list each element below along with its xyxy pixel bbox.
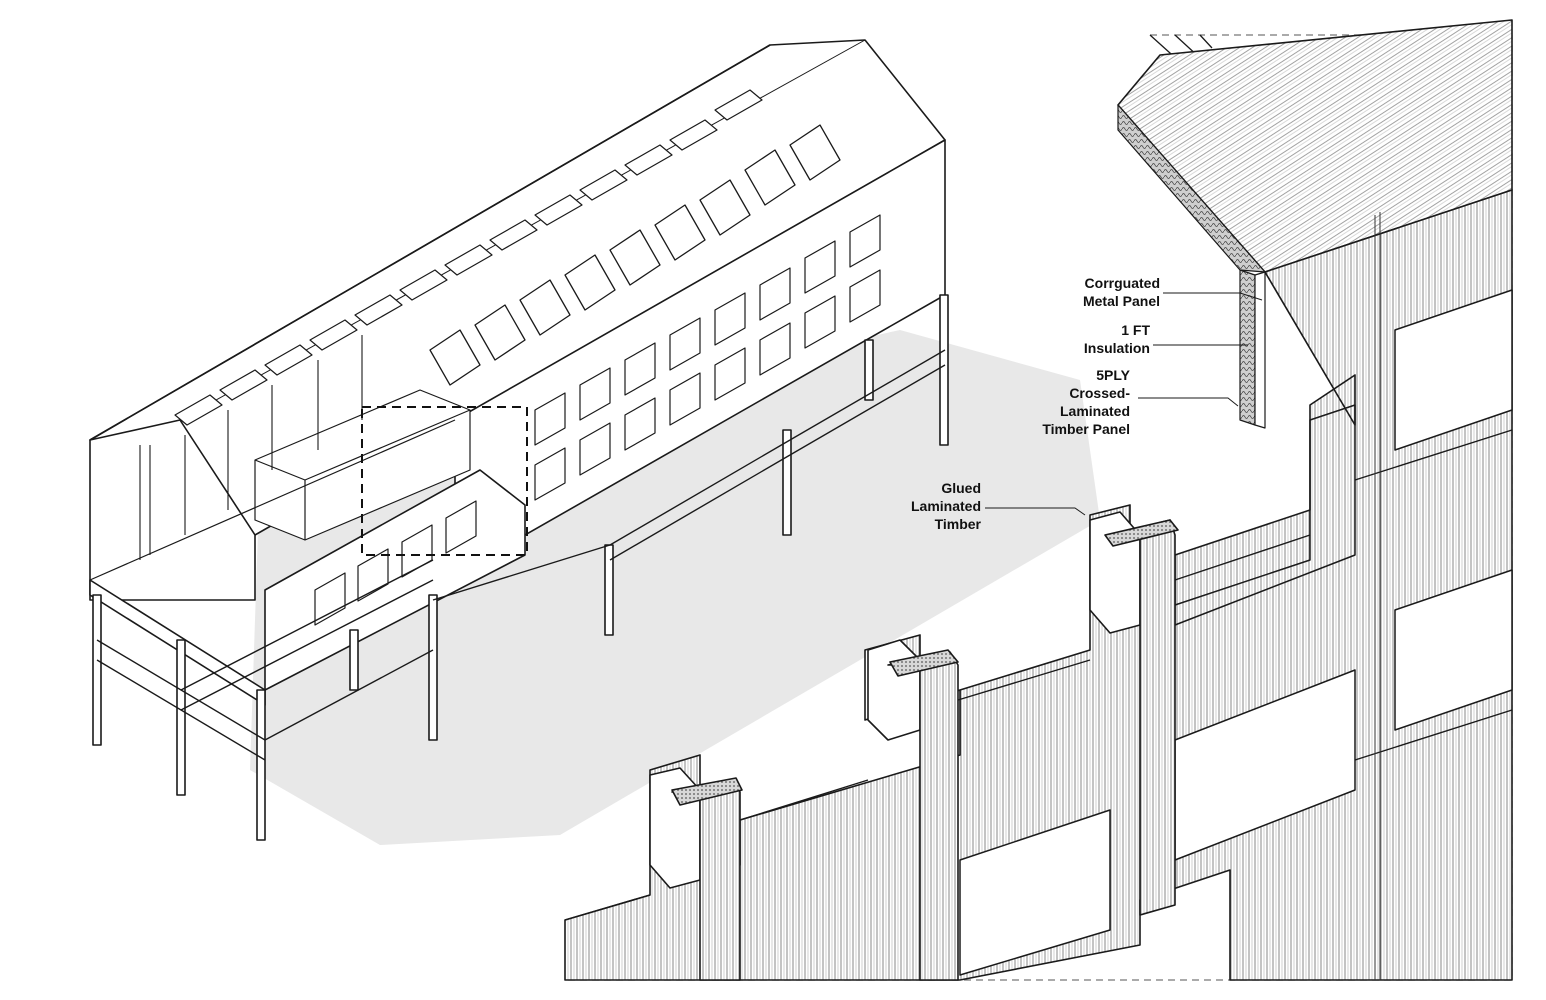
glulam-posts: [649, 511, 1179, 981]
wall-section-detail: [564, 19, 1513, 981]
callout-insulation: 1 FT Insulation: [1084, 321, 1150, 357]
clerestory-windows: [429, 124, 841, 386]
callout-line: Laminated: [1059, 403, 1130, 419]
detail-callout-box: [361, 406, 528, 556]
callout-line: Laminated: [910, 498, 981, 514]
callout-corrugated-metal-panel: Corrguated Metal Panel: [1083, 274, 1160, 310]
wall-cut-clt: [1254, 271, 1266, 429]
roof-skylights: [174, 89, 763, 426]
callout-line: Crossed-: [1069, 385, 1130, 401]
overview-building: [89, 39, 1100, 845]
callout-line: Metal Panel: [1082, 293, 1160, 309]
gable-end: [89, 419, 256, 601]
interior-volume: [254, 389, 471, 541]
columns: [92, 294, 949, 841]
callout-line: 5PLY: [1096, 367, 1130, 383]
callout-line: 1 FT: [1121, 322, 1150, 338]
leader-lines: [985, 292, 1263, 516]
wall-windows: [534, 214, 881, 501]
callout-line: Insulation: [1083, 340, 1150, 356]
callout-clt-panel: 5PLY Crossed- Laminated Timber Panel: [1042, 366, 1130, 438]
callout-line: Timber Panel: [1042, 421, 1130, 437]
facade-openings: [959, 289, 1513, 976]
callout-line: Corrguated: [1084, 275, 1160, 291]
callout-line: Glued: [941, 480, 981, 496]
callout-glulam: Glued Laminated Timber: [911, 479, 981, 533]
callout-line: Timber: [934, 516, 981, 532]
